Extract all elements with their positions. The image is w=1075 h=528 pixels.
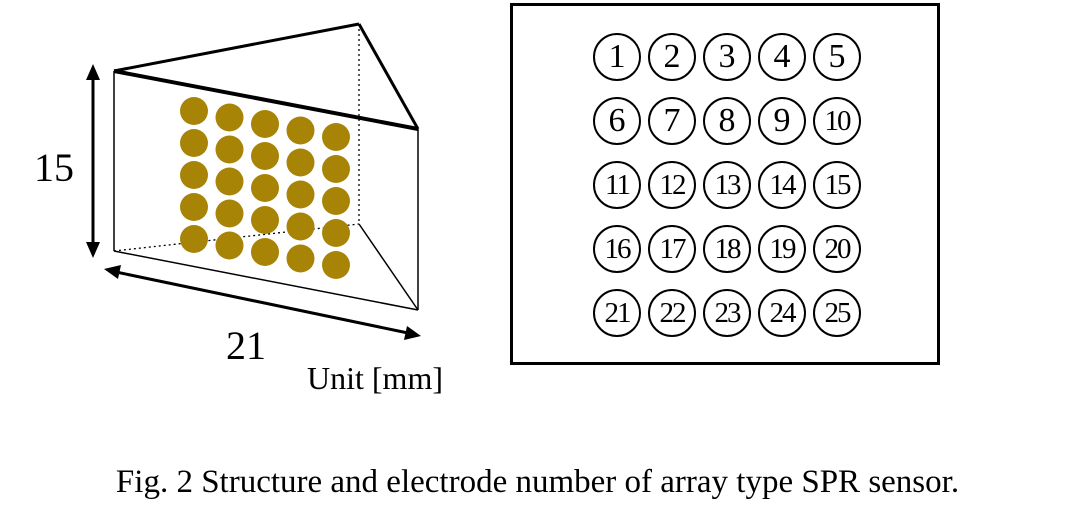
unit-label: Unit [mm] [307, 360, 443, 396]
electrode-dot [180, 129, 208, 157]
electrode-number-16: 16 [593, 225, 641, 273]
electrode-number-21: 21 [593, 289, 641, 337]
electrode-number-15: 15 [813, 161, 861, 209]
electrode-dot [180, 225, 208, 253]
electrode-number-11: 11 [593, 161, 641, 209]
electrode-number-23: 23 [703, 289, 751, 337]
electrode-number-25: 25 [813, 289, 861, 337]
prism-top-right-edge [357, 23, 420, 130]
electrode-dot [215, 103, 244, 132]
electrode-dot [286, 180, 315, 209]
electrode-dot [180, 193, 208, 221]
width-dimension-label: 21 [226, 323, 266, 368]
electrode-number-18: 18 [703, 225, 751, 273]
electrode-number-8: 8 [703, 97, 751, 145]
prism-top-front-edge [113, 69, 419, 131]
electrode-number-24: 24 [758, 289, 806, 337]
electrode-number-12: 12 [648, 161, 696, 209]
arrowhead-up-icon [86, 64, 100, 80]
electrode-dot [251, 110, 279, 138]
electrode-dot [322, 219, 350, 247]
prism-top-back-edge [113, 22, 360, 73]
arrowhead-right-icon [404, 326, 421, 340]
electrode-number-17: 17 [648, 225, 696, 273]
electrode-dot [286, 148, 315, 177]
electrode-number-5: 5 [813, 33, 861, 81]
electrode-dot [251, 206, 279, 234]
electrode-dot [286, 116, 315, 145]
electrode-dot [251, 174, 279, 202]
electrode-dot [215, 199, 244, 228]
arrowhead-down-icon [86, 242, 100, 258]
electrode-number-4: 4 [758, 33, 806, 81]
width-dimension-arrow [115, 270, 409, 335]
electrode-dot [180, 97, 208, 125]
electrode-dot [215, 135, 244, 164]
electrode-number-2: 2 [648, 33, 696, 81]
electrode-number-20: 20 [813, 225, 861, 273]
electrode-dot [286, 244, 315, 273]
electrode-number-6: 6 [593, 97, 641, 145]
electrode-number-14: 14 [758, 161, 806, 209]
electrode-dot [322, 251, 350, 279]
electrode-dot [215, 167, 244, 196]
electrode-number-13: 13 [703, 161, 751, 209]
electrode-dot [215, 231, 244, 260]
prism-bottom-front-edge [113, 250, 419, 311]
electrode-dot [322, 187, 350, 215]
electrode-number-9: 9 [758, 97, 806, 145]
electrode-dot [286, 212, 315, 241]
arrowhead-left-icon [104, 265, 121, 279]
electrode-dot [180, 161, 208, 189]
height-dimension-label: 15 [34, 145, 74, 190]
electrode-dot [251, 142, 279, 170]
electrode-dot [322, 123, 350, 151]
prism-bottom-back-edge [358, 223, 419, 311]
electrode-number-22: 22 [648, 289, 696, 337]
figure-caption: Fig. 2 Structure and electrode number of… [115, 464, 960, 500]
electrode-number-7: 7 [648, 97, 696, 145]
prism-hidden-edge [113, 223, 360, 252]
electrode-number-3: 3 [703, 33, 751, 81]
electrode-number-10: 10 [813, 97, 861, 145]
electrode-array [180, 97, 350, 279]
electrode-dot [322, 155, 350, 183]
electrode-number-1: 1 [593, 33, 641, 81]
electrode-number-19: 19 [758, 225, 806, 273]
electrode-dot [251, 238, 279, 266]
